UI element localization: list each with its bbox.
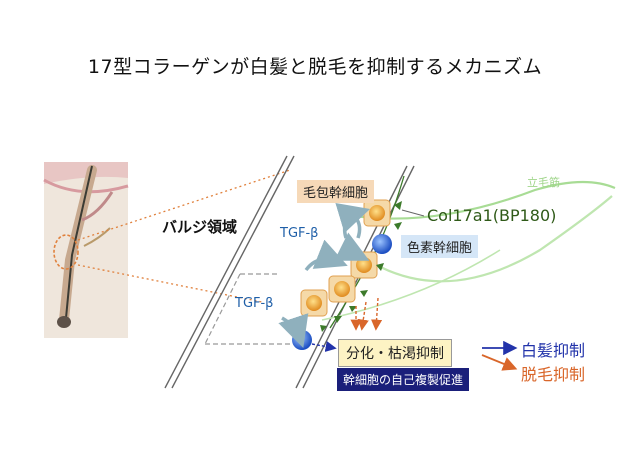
hair-follicle-stem-cell-label: 毛包幹細胞 (297, 180, 375, 203)
bulge-marker (53, 234, 79, 270)
tgf-beta-arrows-middle (304, 232, 370, 272)
tgf-beta-label-bottom: TGF-β (235, 296, 274, 311)
skin-section-image (43, 162, 129, 338)
arrector-pili-strand (321, 249, 501, 321)
melanocyte-stem-cell-1 (372, 234, 392, 254)
arrector-pili-muscle-outer (359, 195, 613, 283)
col17a1-anchors (320, 201, 402, 332)
gray-hair-suppression-label: 白髪抑制 (521, 341, 586, 360)
inhibit-box: 分化・枯渇抑制 (338, 339, 452, 367)
melanocyte-stem-cell-label: 色素幹細胞 (401, 235, 479, 258)
mcsc-signal-arrow (311, 340, 337, 353)
arrector-pili-label: 立毛筋 (527, 176, 560, 189)
diagram-title: 17型コラーゲンが白髪と脱毛を抑制するメカニズム (87, 56, 543, 78)
bulge-region-label: バルジ領域 (162, 218, 238, 236)
hair-follicle-stem-cell-cluster (300, 199, 391, 317)
col17a1-label: Col17a1(BP180) (427, 206, 557, 225)
zoom-line-top (77, 169, 291, 241)
zoom-line-bottom (77, 264, 263, 303)
col17a1-pointer (401, 209, 425, 217)
hair-loss-suppression-label: 脱毛抑制 (521, 365, 586, 384)
tgf-beta-arrows-bottom (278, 313, 309, 348)
melanocyte-stem-cell-2 (292, 330, 312, 350)
tgf-beta-label-top: TGF-β (280, 226, 319, 241)
arrow-to-hair-loss (481, 354, 518, 371)
self-renewal-box: 幹細胞の自己複製促進 (337, 368, 470, 391)
signal-arrows (350, 297, 383, 331)
